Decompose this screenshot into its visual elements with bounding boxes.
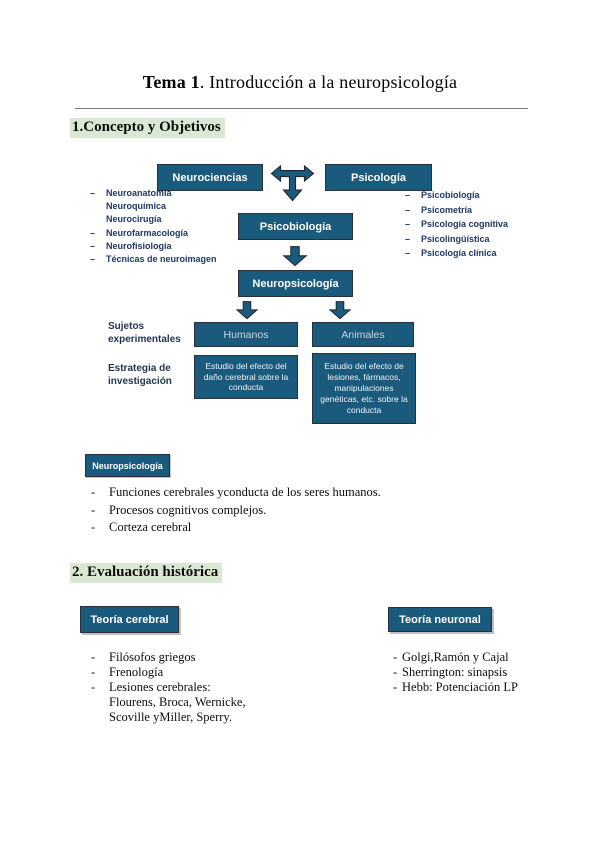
list-item-text: Neurofisiología bbox=[106, 240, 172, 251]
box-animales: Animales bbox=[312, 322, 414, 347]
list-item-text: Neuroquímica bbox=[106, 201, 167, 212]
page-title-bold: Tema 1 bbox=[142, 72, 200, 92]
list-item: –Psicometría bbox=[405, 203, 535, 218]
list-item-dash: – bbox=[90, 254, 96, 265]
box-psicologia: Psicología bbox=[325, 164, 432, 191]
section2-heading: 2. Evaluación histórica bbox=[70, 563, 223, 583]
section1-heading: 1.Concepto y Objetivos bbox=[70, 118, 225, 138]
page-title-rest: . Introducción a la neuropsicología bbox=[199, 72, 458, 92]
list-item: –Psicología clínica bbox=[405, 246, 535, 261]
list-item-dash: – bbox=[405, 204, 411, 215]
list-item-dash bbox=[91, 710, 109, 725]
list-item: -Filósofos griegos bbox=[91, 650, 371, 665]
list-item: -Frenología bbox=[91, 665, 371, 680]
list-item: –Neuroanatomía bbox=[90, 187, 240, 200]
box-teoria-cerebral: Teoría cerebral bbox=[80, 606, 179, 633]
list-item-dash: – bbox=[90, 227, 96, 238]
box-psicobiologia: Psicobiología bbox=[238, 213, 353, 240]
box-neurociencias: Neurociencias bbox=[157, 164, 263, 191]
box-humanos-strategy: Estudio del efecto del daño cerebral sob… bbox=[194, 355, 298, 399]
list-item-dash: - bbox=[91, 485, 96, 499]
list-item-text: Frenología bbox=[109, 665, 164, 679]
list-item-text: Neurofarmacología bbox=[106, 227, 189, 238]
list-item: -Golgi,Ramón y Cajal bbox=[393, 650, 573, 665]
list-item-text: Psicología clínica bbox=[421, 248, 497, 259]
list-item-dash: - bbox=[393, 680, 398, 694]
list-item-dash: – bbox=[405, 248, 411, 259]
list-item-dash: - bbox=[91, 680, 96, 694]
list-item-text: Psicobiología bbox=[421, 190, 480, 200]
list-item-text: Corteza cerebral bbox=[109, 520, 192, 534]
list-item-dash: – bbox=[405, 219, 411, 230]
list-item: Flourens, Broca, Wernicke, bbox=[91, 695, 371, 710]
page-title: Tema 1. Introducción a la neuropsicologí… bbox=[0, 72, 600, 93]
list-item: -Lesiones cerebrales: bbox=[91, 680, 371, 695]
list-item: -Procesos cognitivos complejos. bbox=[91, 502, 511, 520]
list-item-text: Golgi,Ramón y Cajal bbox=[402, 650, 509, 664]
teoria-cerebral-list: -Filósofos griegos -Frenología -Lesiones… bbox=[91, 650, 371, 725]
list-item: -Corteza cerebral bbox=[91, 519, 511, 537]
list-item-text: Sherrington: sinapsis bbox=[402, 665, 508, 679]
list-item-text: Psicología cognitiva bbox=[421, 219, 509, 230]
list-item-text: Lesiones cerebrales: bbox=[109, 680, 211, 694]
list-item: Scoville yMiller, Sperry. bbox=[91, 710, 371, 725]
list-item-dash: - bbox=[91, 650, 96, 664]
list-item: -Funciones cerebrales yconducta de los s… bbox=[91, 484, 511, 502]
down-arrow-icon bbox=[235, 301, 259, 320]
box-neuropsicologia: Neuropsicología bbox=[238, 270, 353, 297]
list-item-dash: - bbox=[91, 665, 96, 679]
section1-bullet-list: -Funciones cerebrales yconducta de los s… bbox=[91, 484, 511, 537]
list-item: –Neurofisiología bbox=[90, 240, 240, 253]
list-item-text: Psicolingüística bbox=[421, 233, 490, 244]
list-item-text: Neurocirugía bbox=[106, 214, 162, 225]
list-item-text: Técnicas de neuroimagen bbox=[106, 254, 217, 265]
list-item-dash: – bbox=[90, 188, 96, 198]
list-item-text: Hebb: Potenciación LP bbox=[402, 680, 518, 694]
box-humanos: Humanos bbox=[194, 322, 298, 347]
badge-neuropsicologia: Neuropsicología bbox=[85, 454, 170, 477]
list-item-dash: - bbox=[91, 502, 96, 517]
list-item: –Psicobiología bbox=[405, 188, 535, 203]
list-item-dash: – bbox=[90, 240, 96, 251]
list-item: –Neurofarmacología bbox=[90, 227, 240, 240]
list-item-dash bbox=[90, 200, 106, 213]
row-label-strategy: Estrategia de investigación bbox=[108, 363, 172, 387]
list-item-text: Neuroanatomía bbox=[106, 188, 172, 198]
list-item-dash: - bbox=[91, 520, 96, 534]
list-item-text: Procesos cognitivos complejos. bbox=[109, 502, 267, 517]
box-teoria-neuronal: Teoría neuronal bbox=[388, 607, 492, 632]
down-arrow-icon bbox=[328, 301, 352, 320]
list-item-text: Filósofos griegos bbox=[109, 650, 196, 664]
down-arrow-icon bbox=[282, 246, 308, 267]
list-item-text: Flourens, Broca, Wernicke, bbox=[109, 695, 246, 709]
list-item: -Sherrington: sinapsis bbox=[393, 665, 573, 680]
list-item-dash: – bbox=[405, 233, 411, 244]
list-item-dash: - bbox=[393, 650, 398, 664]
bidirectional-down-arrow-icon bbox=[270, 164, 315, 202]
box-animales-strategy: Estudio del efecto de lesiones, fármacos… bbox=[312, 353, 416, 424]
list-item-dash: - bbox=[393, 665, 398, 679]
list-item: –Técnicas de neuroimagen bbox=[90, 253, 240, 266]
list-item: –Psicología cognitiva bbox=[405, 217, 535, 232]
title-divider bbox=[75, 108, 528, 109]
list-item-text: Funciones cerebrales yconducta de los se… bbox=[109, 485, 381, 499]
psicologia-list: –Psicobiología –Psicometría –Psicología … bbox=[405, 188, 535, 261]
list-item: Neurocirugía bbox=[90, 213, 240, 226]
list-item: –Psicolingüística bbox=[405, 232, 535, 247]
list-item-dash bbox=[90, 213, 106, 226]
list-item-text: Scoville yMiller, Sperry. bbox=[109, 710, 232, 724]
teoria-neuronal-list: -Golgi,Ramón y Cajal -Sherrington: sinap… bbox=[393, 650, 573, 695]
list-item-dash bbox=[91, 695, 109, 710]
list-item: -Hebb: Potenciación LP bbox=[393, 680, 573, 695]
list-item-dash: – bbox=[405, 190, 411, 200]
list-item-text: Psicometría bbox=[421, 204, 473, 215]
row-label-subjects: Sujetos experimentales bbox=[108, 321, 181, 345]
list-item: Neuroquímica bbox=[90, 200, 240, 213]
neurociencias-list: –Neuroanatomía Neuroquímica Neurocirugía… bbox=[90, 187, 240, 266]
